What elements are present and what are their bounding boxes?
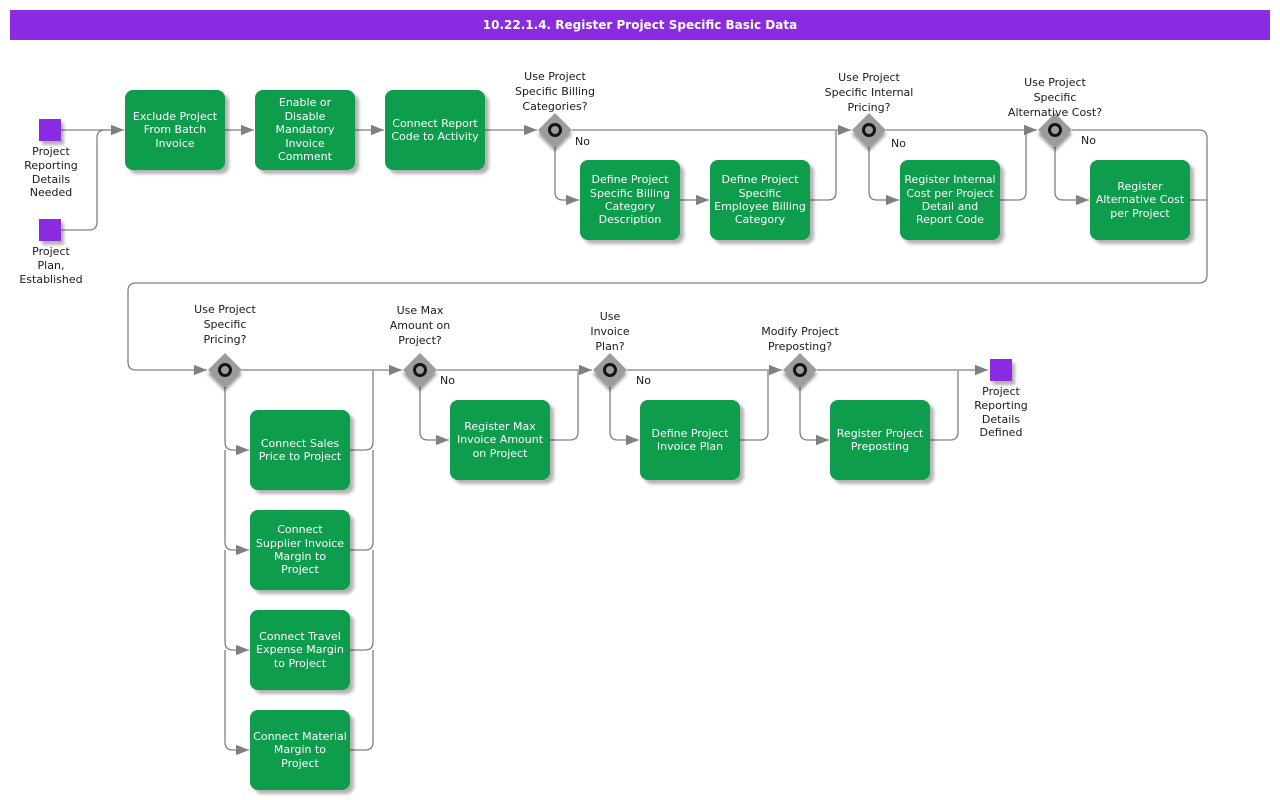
connector bbox=[224, 450, 249, 556]
connector bbox=[554, 147, 579, 206]
task-register-internal-cost-per-project-detail-and-report-code[interactable]: Register Internal Cost per Project Detai… bbox=[900, 160, 1000, 240]
task-label: Connect Report Code to Activity bbox=[391, 116, 479, 143]
connector bbox=[350, 550, 374, 651]
task-label: Connect Travel Expense Margin to Project bbox=[256, 629, 344, 670]
connector bbox=[799, 387, 829, 446]
decision-question: Use Max Amount on Project? bbox=[389, 304, 451, 347]
connector bbox=[350, 650, 374, 751]
event-label: Project Reporting Details Needed bbox=[24, 145, 78, 200]
decision-use-project-specific-alternative-cost[interactable] bbox=[1038, 113, 1072, 147]
connector bbox=[59, 129, 106, 231]
start-event-project-plan-established[interactable] bbox=[39, 219, 61, 241]
task-label: Register Max Invoice Amount on Project bbox=[456, 419, 544, 460]
connector bbox=[740, 371, 769, 441]
task-label: Register Internal Cost per Project Detai… bbox=[904, 173, 996, 227]
decision-question: Use Project Specific Alternative Cost? bbox=[1007, 76, 1103, 119]
connector bbox=[224, 650, 249, 756]
decision-question: Modify Project Preposting? bbox=[761, 325, 839, 353]
task-connect-material-margin-to-project[interactable]: Connect Material Margin to Project bbox=[250, 710, 350, 790]
task-label: Connect Sales Price to Project bbox=[258, 436, 342, 463]
task-label: Connect Supplier Invoice Margin to Proje… bbox=[255, 523, 345, 577]
end-event-project-reporting-details-defined[interactable] bbox=[990, 359, 1012, 381]
task-define-project-specific-employee-billing-category[interactable]: Define Project Specific Employee Billing… bbox=[710, 160, 810, 240]
no-branch-label: No bbox=[891, 137, 906, 150]
event-label: Project Reporting Details Defined bbox=[974, 385, 1028, 440]
connector bbox=[868, 147, 899, 206]
task-label: Define Project Specific Billing Category… bbox=[589, 173, 671, 227]
start-event-project-reporting-details-needed[interactable] bbox=[39, 119, 61, 141]
connector bbox=[350, 450, 374, 551]
decision-use-project-specific-pricing[interactable] bbox=[208, 353, 242, 387]
decision-question: Use Project Specific Internal Pricing? bbox=[824, 71, 914, 114]
task-label: Enable or Disable Mandatory Invoice Comm… bbox=[275, 96, 335, 164]
connector bbox=[1000, 131, 1027, 201]
no-branch-label: No bbox=[575, 135, 590, 148]
connector bbox=[350, 371, 374, 451]
decision-question: Use Project Specific Pricing? bbox=[194, 303, 256, 346]
connector bbox=[930, 371, 959, 441]
task-label: Define Project Specific Employee Billing… bbox=[714, 173, 806, 227]
page-title: 10.22.1.4. Register Project Specific Bas… bbox=[482, 18, 798, 32]
decision-use-project-specific-internal-pricing[interactable] bbox=[852, 113, 886, 147]
connector bbox=[609, 387, 639, 446]
task-register-alternative-cost-per-project[interactable]: Register Alternative Cost per Project bbox=[1090, 160, 1190, 240]
gateway-circle-icon bbox=[548, 123, 562, 137]
connector bbox=[1054, 147, 1089, 206]
gateway-circle-icon bbox=[793, 363, 807, 377]
decision-question: Use Project Specific Billing Categories? bbox=[514, 70, 596, 113]
task-exclude-project-from-batch-invoice[interactable]: Exclude Project From Batch Invoice bbox=[125, 90, 225, 170]
gateway-circle-icon bbox=[1048, 123, 1062, 137]
task-label: Register Alternative Cost per Project bbox=[1095, 179, 1185, 220]
task-register-project-preposting[interactable]: Register Project Preposting bbox=[830, 400, 930, 480]
decision-question: Use Invoice Plan? bbox=[590, 310, 630, 353]
connector bbox=[224, 387, 249, 456]
task-label: Register Project Preposting bbox=[836, 426, 924, 453]
task-label: Connect Material Margin to Project bbox=[253, 729, 347, 770]
task-connect-sales-price-to-project[interactable]: Connect Sales Price to Project bbox=[250, 410, 350, 490]
gateway-circle-icon bbox=[218, 363, 232, 377]
decision-use-project-specific-billing-categories[interactable] bbox=[538, 113, 572, 147]
event-label: Project Plan, Established bbox=[19, 245, 83, 286]
task-connect-report-code-to-activity[interactable]: Connect Report Code to Activity bbox=[385, 90, 485, 170]
task-register-max-invoice-amount-on-project[interactable]: Register Max Invoice Amount on Project bbox=[450, 400, 550, 480]
no-branch-label: No bbox=[1081, 134, 1096, 147]
connector bbox=[419, 387, 449, 446]
task-label: Define Project Invoice Plan bbox=[651, 426, 729, 453]
decision-use-max-amount-on-project[interactable] bbox=[403, 353, 437, 387]
connector bbox=[810, 131, 837, 201]
task-define-project-invoice-plan[interactable]: Define Project Invoice Plan bbox=[640, 400, 740, 480]
connector bbox=[127, 129, 1208, 376]
connector bbox=[224, 550, 249, 656]
no-branch-label: No bbox=[636, 374, 651, 387]
task-define-project-specific-billing-category-description[interactable]: Define Project Specific Billing Category… bbox=[580, 160, 680, 240]
decision-use-invoice-plan[interactable] bbox=[593, 353, 627, 387]
title-banner: 10.22.1.4. Register Project Specific Bas… bbox=[10, 10, 1270, 40]
decision-modify-project-preposting[interactable] bbox=[783, 353, 817, 387]
no-branch-label: No bbox=[440, 374, 455, 387]
task-enable-disable-mandatory-invoice-comment[interactable]: Enable or Disable Mandatory Invoice Comm… bbox=[255, 90, 355, 170]
connector bbox=[550, 371, 579, 441]
gateway-circle-icon bbox=[413, 363, 427, 377]
gateway-circle-icon bbox=[603, 363, 617, 377]
task-connect-travel-expense-margin-to-project[interactable]: Connect Travel Expense Margin to Project bbox=[250, 610, 350, 690]
task-label: Exclude Project From Batch Invoice bbox=[132, 109, 218, 150]
task-connect-supplier-invoice-margin-to-project[interactable]: Connect Supplier Invoice Margin to Proje… bbox=[250, 510, 350, 590]
gateway-circle-icon bbox=[862, 123, 876, 137]
